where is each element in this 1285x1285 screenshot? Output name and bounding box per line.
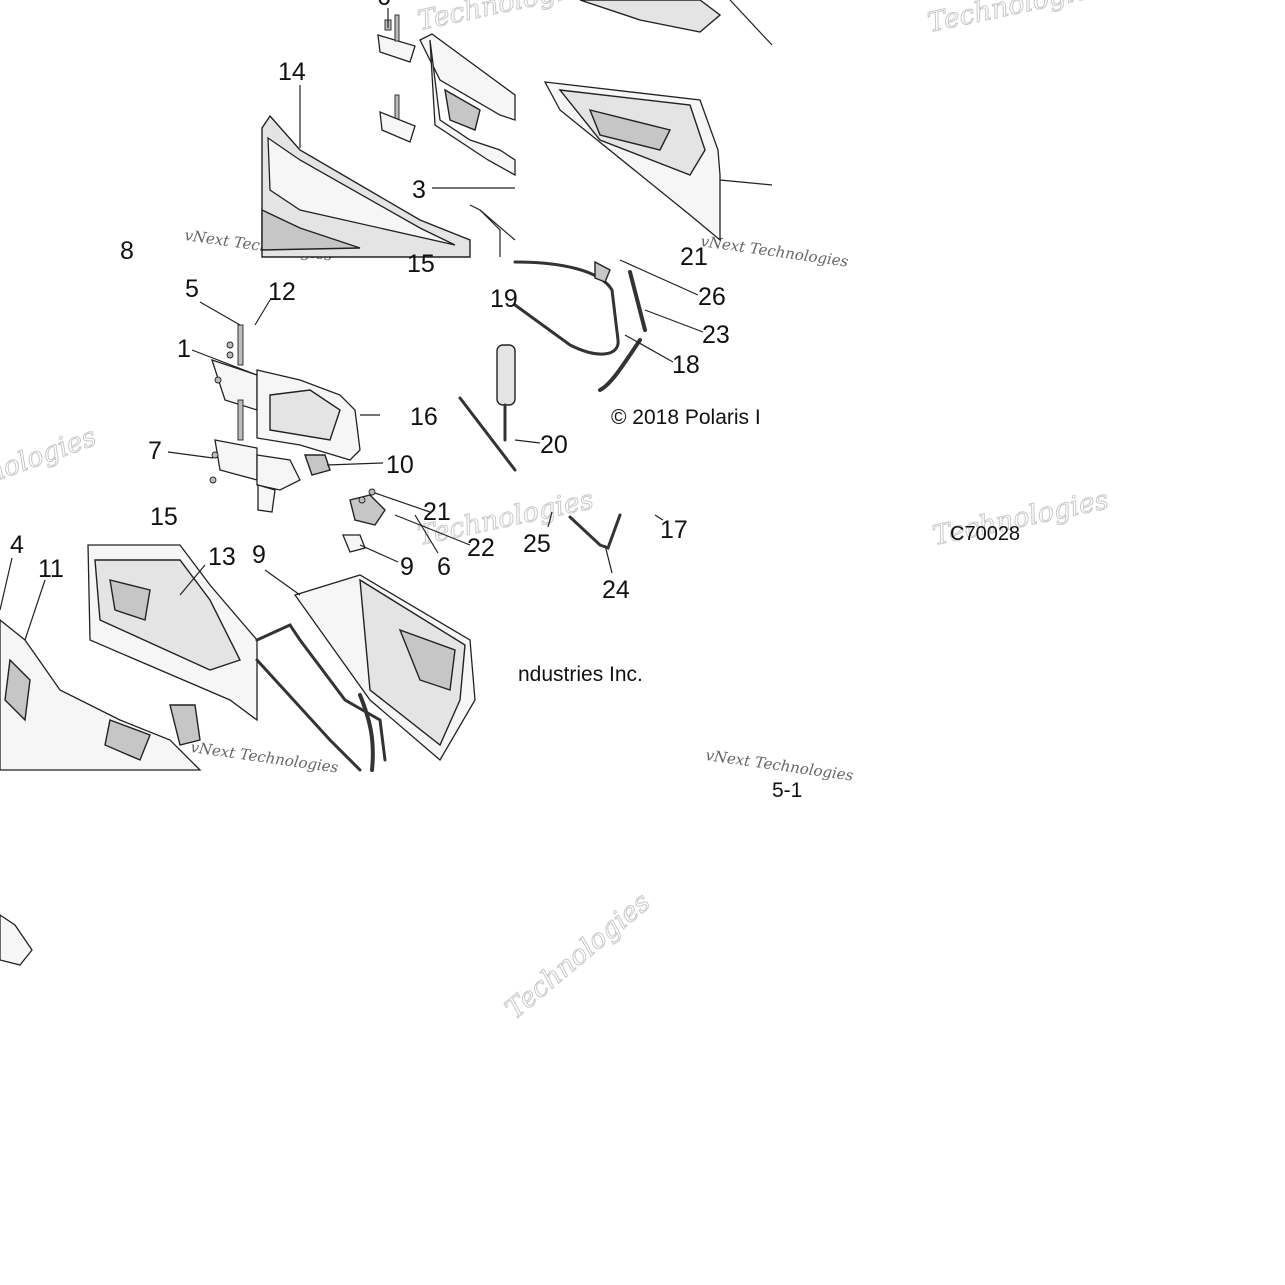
- callout-7: 7: [148, 437, 162, 465]
- door-strut-19: [496, 344, 516, 442]
- callout-25: 25: [523, 530, 551, 558]
- callout-24: 24: [602, 576, 630, 604]
- watermark-text: vNext Technologies: [189, 738, 339, 777]
- door-inner-panel-13-top: [543, 0, 773, 242]
- callout-14: 14: [278, 58, 306, 86]
- callout-8: 8: [120, 237, 134, 265]
- door-inner-frame-11: [0, 619, 202, 771]
- callout-13: 13: [208, 543, 236, 571]
- callout-23: 23: [702, 321, 730, 349]
- callout-20: 20: [540, 431, 568, 459]
- door-frame-3: [419, 33, 516, 257]
- callout-3: 3: [412, 176, 426, 204]
- callout-12: 12: [268, 278, 296, 306]
- watermark-text: vNext Technologies: [699, 232, 849, 271]
- figure-code: C70028: [950, 523, 1020, 545]
- callout-26: 26: [698, 283, 726, 311]
- watermark-text: Technologies: [0, 421, 100, 511]
- hinge-bracket-1: [209, 324, 258, 484]
- latch-parts-9: [342, 488, 386, 553]
- callout-10: 10: [386, 451, 414, 479]
- callout-labels: 6 14 3 8 15 21 5 12 19 26 23 1 18 16 20 …: [10, 0, 730, 604]
- fragment-part: [0, 914, 33, 966]
- door-frame-main: [256, 369, 361, 513]
- watermark-text: Technologies: [415, 0, 596, 37]
- callout-1: 1: [177, 335, 191, 363]
- callout-6: 6: [377, 0, 391, 11]
- callout-9b: 9: [252, 541, 266, 569]
- callout-9: 9: [400, 553, 414, 581]
- door-outer-panel-14: [261, 114, 471, 258]
- copyright-notice-end: ndustries Inc.: [518, 663, 643, 686]
- door-inner-panel-13: [87, 544, 258, 746]
- callout-15b: 15: [150, 503, 178, 531]
- callout-21b: 21: [423, 498, 451, 526]
- callout-17: 17: [660, 516, 688, 544]
- door-shell-lower: [255, 574, 476, 772]
- callout-5: 5: [185, 275, 199, 303]
- door-tube-frame-18: [513, 260, 647, 392]
- callout-15: 15: [407, 250, 435, 278]
- callout-18: 18: [672, 351, 700, 379]
- callout-6b: 6: [437, 553, 451, 581]
- watermark-text: Technologies: [925, 0, 1106, 39]
- leader-lines: [0, 8, 704, 641]
- callout-19: 19: [490, 285, 518, 313]
- callout-21: 21: [680, 243, 708, 271]
- callout-16: 16: [410, 403, 438, 431]
- page-number: 5-1: [772, 779, 802, 802]
- copyright-notice-start: © 2018 Polaris I: [611, 406, 761, 429]
- callout-4: 4: [10, 531, 24, 559]
- callout-22: 22: [467, 534, 495, 562]
- watermark-text: Technologies: [500, 887, 657, 1026]
- callout-11: 11: [38, 555, 64, 583]
- hinge-bolts-6: [377, 14, 416, 143]
- door-rod-20: [458, 396, 517, 472]
